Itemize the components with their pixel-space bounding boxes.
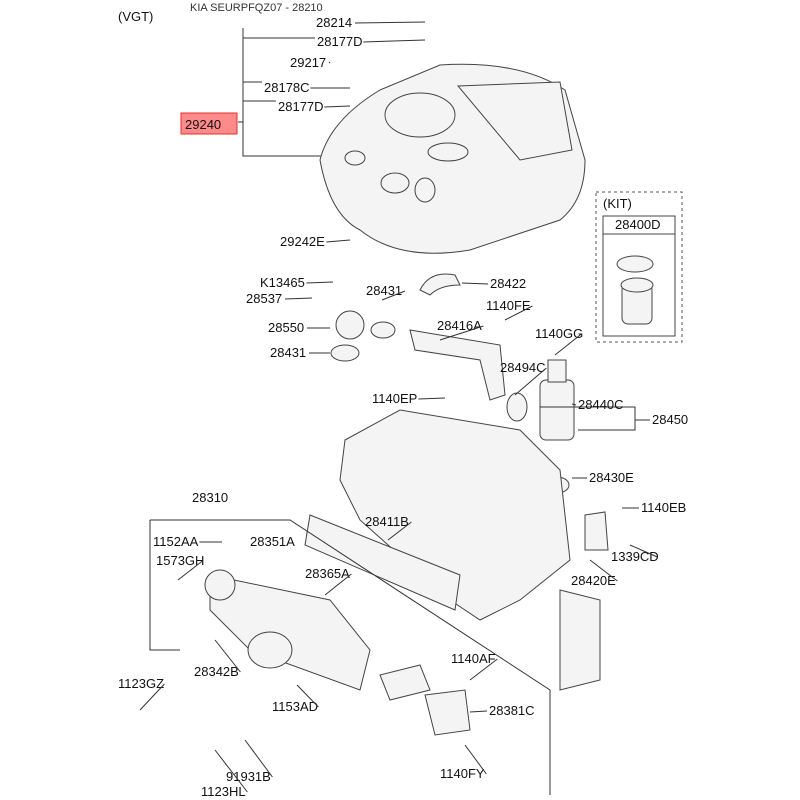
part-number-label[interactable]: 28351A bbox=[250, 534, 295, 549]
leader-line bbox=[177, 560, 203, 581]
part-number-label[interactable]: 1152AA bbox=[153, 534, 199, 549]
leader-line bbox=[589, 559, 618, 582]
leader-line bbox=[381, 290, 406, 301]
egr-valve[interactable] bbox=[539, 359, 609, 551]
manifold-gasket[interactable] bbox=[304, 514, 461, 611]
part-number-label[interactable]: 28214 bbox=[316, 15, 352, 30]
part-number-label[interactable]: 1140FY bbox=[440, 766, 485, 781]
part-number-label[interactable]: 28342B bbox=[194, 664, 239, 679]
leader-line bbox=[439, 325, 484, 341]
kit-title: (KIT) bbox=[603, 196, 632, 211]
leader-line bbox=[469, 710, 488, 713]
bracket-lines bbox=[238, 28, 330, 157]
leader-line bbox=[139, 683, 165, 711]
part-number-label[interactable]: 1140AF bbox=[451, 651, 496, 666]
leader-line bbox=[504, 305, 533, 321]
part-number-label[interactable]: 28550 bbox=[268, 320, 304, 335]
highlight-box bbox=[180, 112, 238, 135]
part-number-label[interactable]: 28430E bbox=[589, 470, 634, 485]
leader-line bbox=[214, 749, 248, 793]
throttle-actuator[interactable] bbox=[379, 664, 471, 736]
variant-label: (VGT) bbox=[118, 9, 153, 24]
leader-line bbox=[244, 739, 273, 778]
leader-line bbox=[387, 521, 412, 541]
egr-cooler[interactable] bbox=[330, 273, 528, 422]
leader-line bbox=[326, 239, 351, 243]
highlighted-part-number[interactable]: 29240 bbox=[185, 117, 221, 132]
leader-line bbox=[629, 544, 658, 558]
leader-line bbox=[296, 684, 319, 708]
part-number-label[interactable]: K13465 bbox=[260, 275, 305, 290]
part-number-label[interactable]: 28177D bbox=[278, 99, 324, 114]
leader-line bbox=[284, 297, 313, 300]
part-number-label[interactable]: 28416A bbox=[437, 318, 482, 333]
part-number-label[interactable]: 28420E bbox=[571, 573, 616, 588]
part-number-label[interactable]: 1140FE bbox=[486, 298, 531, 313]
part-number-label[interactable]: 28431 bbox=[270, 345, 306, 360]
leader-line bbox=[469, 658, 498, 681]
part-number-label[interactable]: 28494C bbox=[500, 360, 546, 375]
part-number-label[interactable]: 1140GG bbox=[535, 326, 583, 341]
part-number-label[interactable]: 1140EP bbox=[372, 391, 417, 406]
leader-line bbox=[363, 39, 426, 43]
leader-line bbox=[354, 21, 426, 24]
leader-line bbox=[461, 282, 489, 285]
part-number-label[interactable]: 28310 bbox=[192, 490, 228, 505]
leader-line bbox=[554, 333, 582, 356]
egr-bracket bbox=[540, 406, 636, 431]
part-number-label[interactable]: 28450 bbox=[652, 412, 688, 427]
part-number-label[interactable]: 28431 bbox=[366, 283, 402, 298]
leader-line bbox=[514, 367, 547, 396]
part-labels: 28214 28177D 29217 28178C 28177D 29242E K13465… bbox=[118, 15, 688, 799]
watermark: KIA SEURPFQZ07 - 28210 bbox=[190, 2, 323, 14]
engine-cover[interactable] bbox=[319, 63, 586, 254]
part-number-label[interactable]: 29242E bbox=[280, 234, 325, 249]
part-number-label[interactable]: 91931B bbox=[226, 769, 271, 784]
assembly-outline bbox=[149, 519, 551, 795]
leader-line bbox=[571, 403, 577, 406]
leader-line bbox=[214, 639, 241, 673]
kit-part-number[interactable]: 28400D bbox=[615, 217, 661, 232]
part-number-label[interactable]: 1153AD bbox=[272, 699, 318, 714]
leader-line bbox=[464, 744, 487, 775]
part-number-label[interactable]: 28365A bbox=[305, 566, 350, 581]
part-number-label[interactable]: 28177D bbox=[317, 34, 363, 49]
part-number-label[interactable]: 28178C bbox=[264, 80, 310, 95]
leader-line bbox=[418, 397, 446, 400]
part-number-label[interactable]: 1123HL bbox=[201, 784, 246, 799]
part-number-label[interactable]: 1140EB bbox=[641, 500, 686, 515]
kit-box: (KIT) 28400D bbox=[595, 191, 683, 343]
leader-line bbox=[324, 105, 351, 108]
part-number-label[interactable]: 28537 bbox=[246, 291, 282, 306]
leader-line bbox=[306, 281, 334, 284]
part-number-label[interactable]: 1123GZ bbox=[118, 676, 164, 691]
cylinder-head[interactable] bbox=[339, 409, 601, 691]
intake-manifold[interactable] bbox=[204, 569, 371, 691]
leader-line bbox=[328, 61, 331, 64]
part-number-label[interactable]: 28381C bbox=[489, 703, 535, 718]
part-number-label[interactable]: 28440C bbox=[578, 397, 624, 412]
part-number-label[interactable]: 29217 bbox=[290, 55, 326, 70]
part-number-label[interactable]: 1573GH bbox=[156, 553, 204, 568]
leader-line bbox=[324, 573, 352, 596]
part-number-label[interactable]: 28422 bbox=[490, 276, 526, 291]
part-number-label[interactable]: 28411B bbox=[365, 514, 409, 529]
part-number-label[interactable]: 1339CD bbox=[611, 549, 659, 564]
